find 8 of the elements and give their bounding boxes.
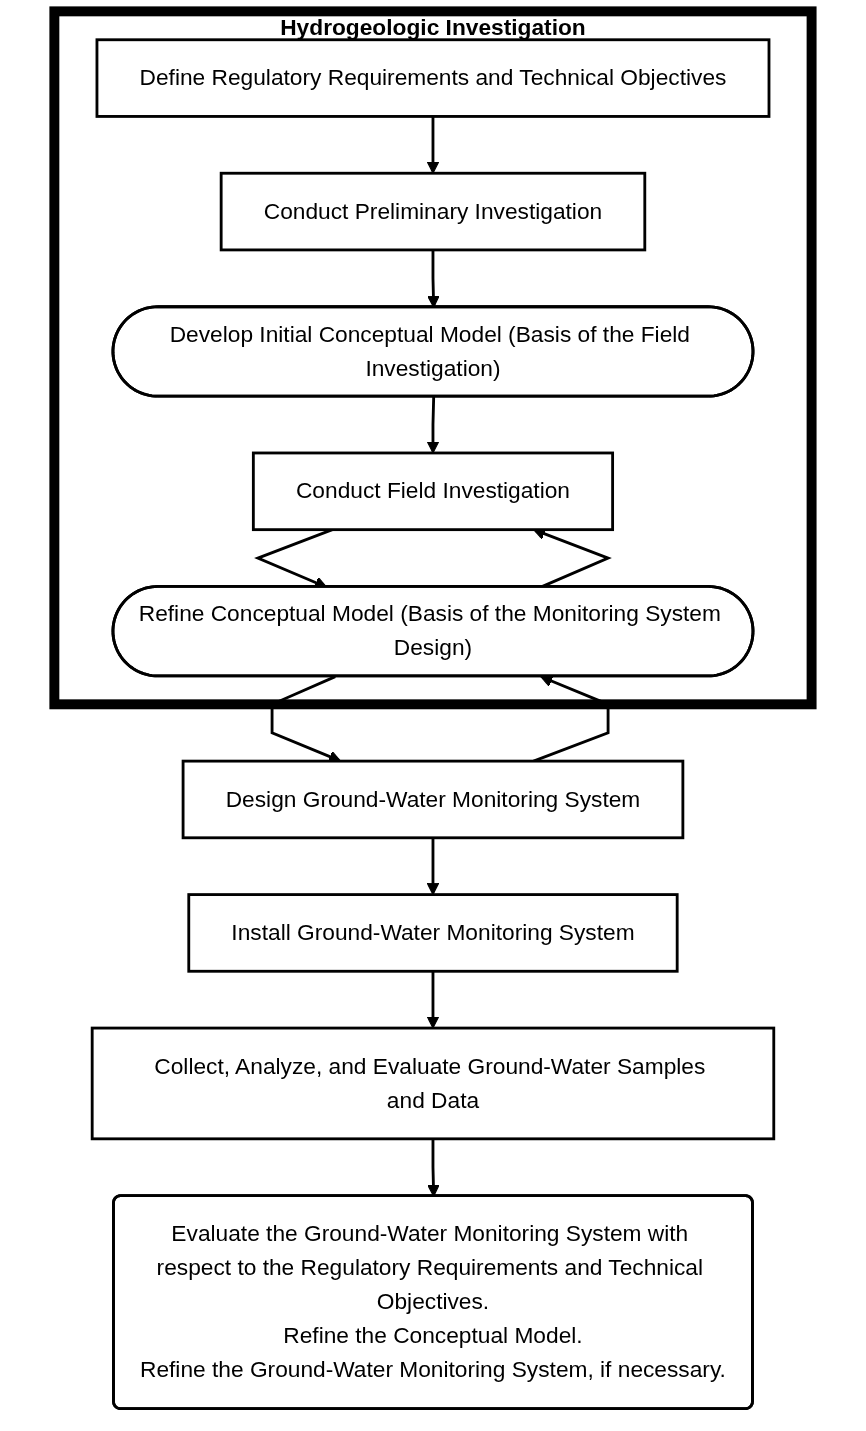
node-box: Define Regulatory Requirements and Technical Objectives [95,38,771,118]
node-box: Conduct Field Investigation [251,451,615,532]
arrow [426,116,440,174]
node-box: Design Ground-Water Monitoring System [181,759,685,840]
arrow [426,971,440,1029]
node-box: Collect, Analyze, and Evaluate Ground-Water Samples and Data [90,1026,776,1141]
node-box: Conduct Preliminary Investigation [219,171,647,252]
node-box: Install Ground-Water Monitoring System [187,893,679,973]
